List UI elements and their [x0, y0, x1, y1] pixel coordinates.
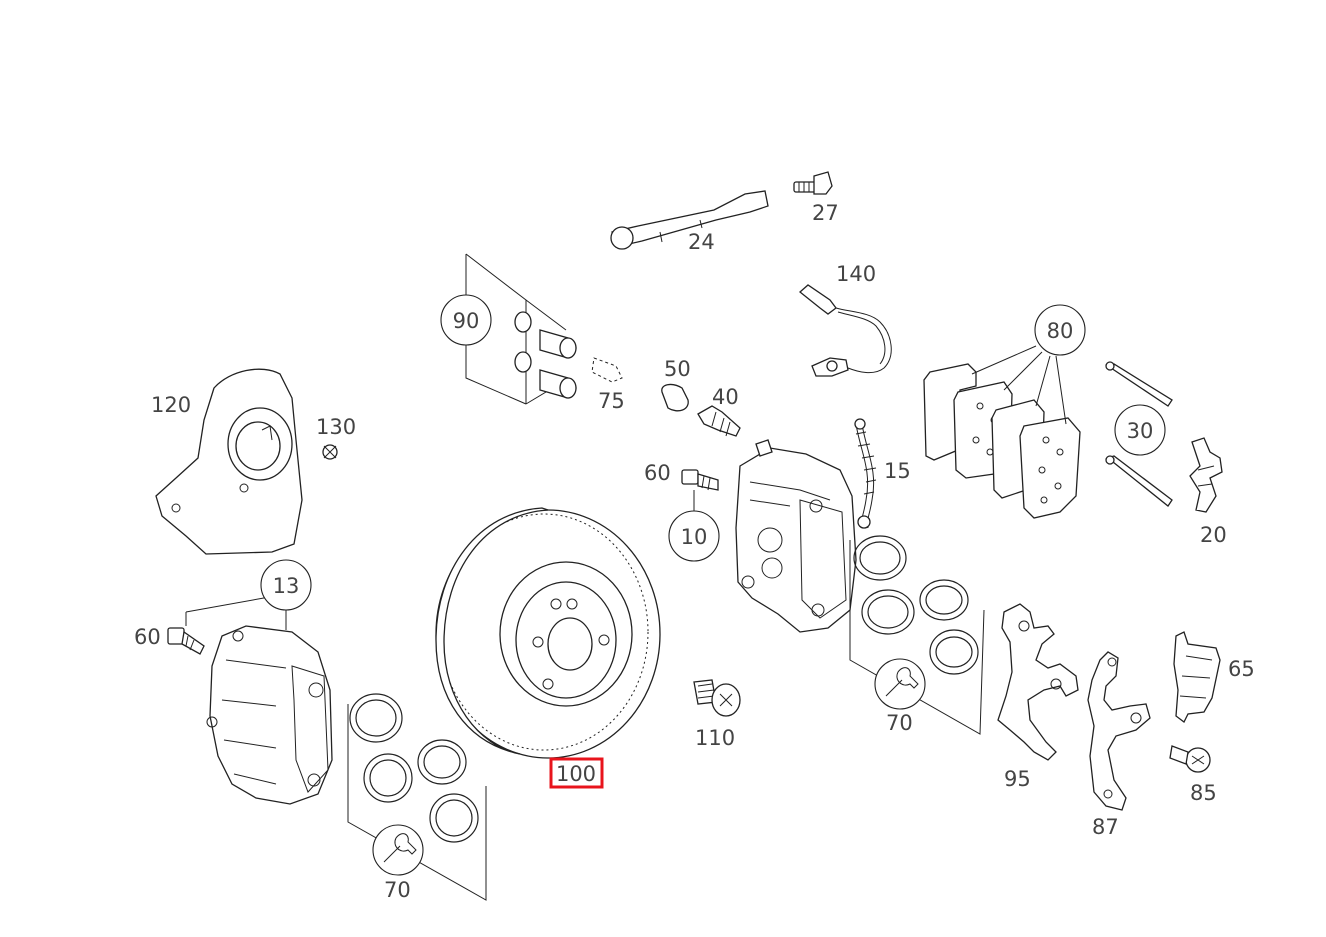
label-10[interactable]: 10: [681, 525, 708, 549]
label-15[interactable]: 15: [884, 459, 911, 483]
part-90-guide-bushings[interactable]: [514, 311, 577, 399]
part-130-screw[interactable]: [322, 444, 338, 460]
label-87[interactable]: 87: [1092, 815, 1119, 839]
label-90[interactable]: 90: [453, 309, 480, 333]
callout-13-circle: [260, 559, 312, 611]
part-15-brake-hose[interactable]: [854, 418, 877, 529]
part-24-long-bolt[interactable]: [610, 190, 769, 250]
label-80[interactable]: 80: [1047, 319, 1074, 343]
part-80-brake-pads[interactable]: [923, 363, 1081, 519]
label-20[interactable]: 20: [1200, 523, 1227, 547]
wrench-icon: [383, 833, 417, 863]
wrench-icon: [885, 667, 919, 697]
label-130[interactable]: 130: [316, 415, 356, 439]
label-40[interactable]: 40: [712, 385, 739, 409]
part-65-pad-shim[interactable]: [1173, 631, 1221, 723]
part-140-wear-sensor[interactable]: [798, 284, 892, 377]
label-27[interactable]: 27: [812, 201, 839, 225]
callout-90-circle: [440, 294, 492, 346]
label-100[interactable]: 100: [556, 762, 596, 786]
part-40-bleeder-valve[interactable]: [697, 405, 741, 437]
label-60-lower[interactable]: 60: [134, 625, 161, 649]
part-95-caliper-bracket[interactable]: [997, 603, 1079, 761]
label-140[interactable]: 140: [836, 262, 876, 286]
part-10-right-caliper[interactable]: [735, 439, 857, 633]
part-13-left-caliper[interactable]: [206, 625, 333, 805]
callout-80-circle: [1034, 304, 1086, 356]
part-70-left-seals[interactable]: [349, 693, 479, 843]
label-60-upper[interactable]: 60: [644, 461, 671, 485]
part-50-bleeder-cap[interactable]: [661, 383, 689, 412]
part-87-anti-rattle-plate[interactable]: [1087, 651, 1151, 811]
label-30[interactable]: 30: [1127, 419, 1154, 443]
label-75[interactable]: 75: [598, 389, 625, 413]
part-70-right-seals[interactable]: [853, 535, 979, 675]
label-50[interactable]: 50: [664, 357, 691, 381]
label-95[interactable]: 95: [1004, 767, 1031, 791]
label-70-left[interactable]: 70: [384, 878, 411, 902]
kit-70-right-bracket: [849, 540, 985, 735]
part-60-lower-bolt[interactable]: [167, 627, 205, 655]
part-27-bolt[interactable]: [793, 171, 833, 195]
part-75-dust-cap[interactable]: [591, 357, 623, 383]
part-100-brake-disc[interactable]: [435, 507, 661, 759]
callout-30-circle: [1114, 404, 1166, 456]
callout-70-right-wrench-circle: [874, 658, 926, 710]
label-65[interactable]: 65: [1228, 657, 1255, 681]
label-110[interactable]: 110: [695, 726, 735, 750]
callout-10-circle: [668, 510, 720, 562]
callout-70-left-wrench-circle: [372, 824, 424, 876]
label-85[interactable]: 85: [1190, 781, 1217, 805]
part-20-spring-clip[interactable]: [1189, 437, 1223, 513]
selected-part-highlight: [549, 757, 604, 789]
part-30-pad-pins[interactable]: [1105, 361, 1173, 507]
label-24[interactable]: 24: [688, 230, 715, 254]
label-120[interactable]: 120: [151, 393, 191, 417]
label-70-right[interactable]: 70: [886, 711, 913, 735]
part-120-splash-shield[interactable]: [155, 368, 303, 555]
label-13[interactable]: 13: [273, 574, 300, 598]
callout-80-leaders: [971, 345, 1067, 425]
part-85-bolt[interactable]: [1169, 745, 1211, 773]
part-60-upper-bolt[interactable]: [681, 469, 719, 491]
kit-70-left-bracket: [347, 704, 487, 901]
part-110-screw[interactable]: [693, 679, 741, 717]
